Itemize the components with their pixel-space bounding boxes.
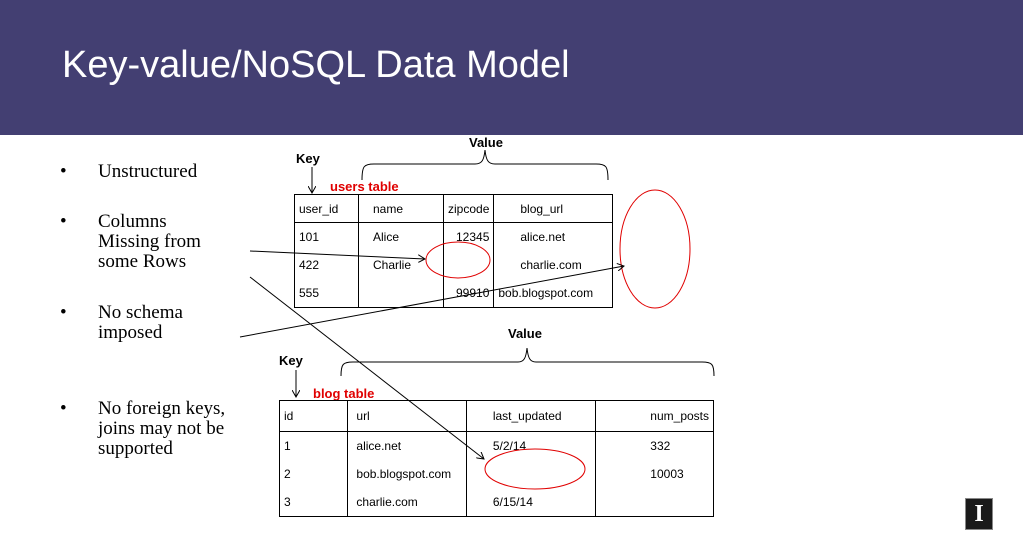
no-foreign-keys-arrow xyxy=(249,276,484,459)
table-cell: bob.blogspot.com xyxy=(347,460,467,488)
table-cell: 10003 xyxy=(650,467,684,481)
column-header: user_id xyxy=(294,194,359,223)
bullet-text: Unstructured xyxy=(98,161,198,182)
table-cell: 5/2/14 xyxy=(466,431,597,460)
table-row: 422 Charlie charlie.com xyxy=(294,251,613,279)
column-header: num_posts xyxy=(595,400,714,432)
table-cell: charlie.com xyxy=(520,258,582,272)
users-key-label: Key xyxy=(296,151,320,166)
users-table: user_id name zipcode blog_url 101 Alice … xyxy=(294,194,613,308)
missing-column-ellipse xyxy=(619,189,691,309)
missing-rows-arrow xyxy=(249,250,425,259)
table-cell xyxy=(358,279,444,308)
table-cell: 555 xyxy=(294,279,359,308)
table-row: 101 Alice 12345 alice.net xyxy=(294,222,613,251)
users-value-brace xyxy=(361,149,609,181)
table-row: 1 alice.net 5/2/14 332 xyxy=(279,431,714,460)
table-cell: 332 xyxy=(650,439,671,453)
column-header: last_updated xyxy=(466,400,597,432)
bullet-dot: • xyxy=(60,211,67,232)
table-row: 555 99910 bob.blogspot.com xyxy=(294,279,613,308)
column-header: id xyxy=(279,400,349,432)
bullet-dot: • xyxy=(60,398,67,419)
slide-title: Key-value/NoSQL Data Model xyxy=(62,44,570,86)
users-value-label: Value xyxy=(469,135,503,150)
table-cell: 2 xyxy=(279,460,349,488)
table-cell: charlie.com xyxy=(347,488,467,517)
table-cell: bob.blogspot.com xyxy=(498,286,594,300)
bullet-text: No foreign keys, joins may not be suppor… xyxy=(98,398,226,459)
logo-letter: I xyxy=(974,501,984,527)
missing-last-updated-ellipse xyxy=(484,448,586,490)
table-cell: 12345 xyxy=(443,222,495,251)
column-header: zipcode xyxy=(443,194,495,223)
university-logo: I xyxy=(965,498,993,530)
missing-zipcode-ellipse xyxy=(425,241,491,279)
column-header: blog_url xyxy=(493,194,613,223)
users-table-title: users table xyxy=(330,179,399,194)
table-row: 3 charlie.com 6/15/14 xyxy=(279,488,714,517)
blog-table-title: blog table xyxy=(313,386,375,401)
table-cell: Charlie xyxy=(358,251,444,279)
table-cell: 3 xyxy=(279,488,349,517)
table-header-row: id url last_updated num_posts xyxy=(279,400,714,432)
table-cell: alice.net xyxy=(520,230,566,244)
table-header-row: user_id name zipcode blog_url xyxy=(294,194,613,223)
column-header: url xyxy=(347,400,467,432)
table-cell: 101 xyxy=(294,222,359,251)
bullet-text: No schema imposed xyxy=(98,302,183,343)
title-bar: Key-value/NoSQL Data Model xyxy=(0,0,1023,135)
bullet-dot: • xyxy=(60,161,67,182)
table-cell: 99910 xyxy=(443,279,495,308)
table-cell: Alice xyxy=(358,222,444,251)
table-cell: 6/15/14 xyxy=(466,488,597,517)
bullet-text: Columns Missing from some Rows xyxy=(98,211,201,272)
blog-table: id url last_updated num_posts 1 alice.ne… xyxy=(279,400,714,517)
table-cell: alice.net xyxy=(347,431,467,460)
blog-key-label: Key xyxy=(279,353,303,368)
table-cell: 1 xyxy=(279,431,349,460)
table-row: 2 bob.blogspot.com 10003 xyxy=(279,460,714,488)
bullet-dot: • xyxy=(60,302,67,323)
blog-value-label: Value xyxy=(508,326,542,341)
no-schema-arrow xyxy=(239,266,624,338)
table-cell xyxy=(466,460,597,488)
table-cell xyxy=(443,251,495,279)
blog-value-brace xyxy=(340,347,715,377)
column-header: name xyxy=(358,194,444,223)
